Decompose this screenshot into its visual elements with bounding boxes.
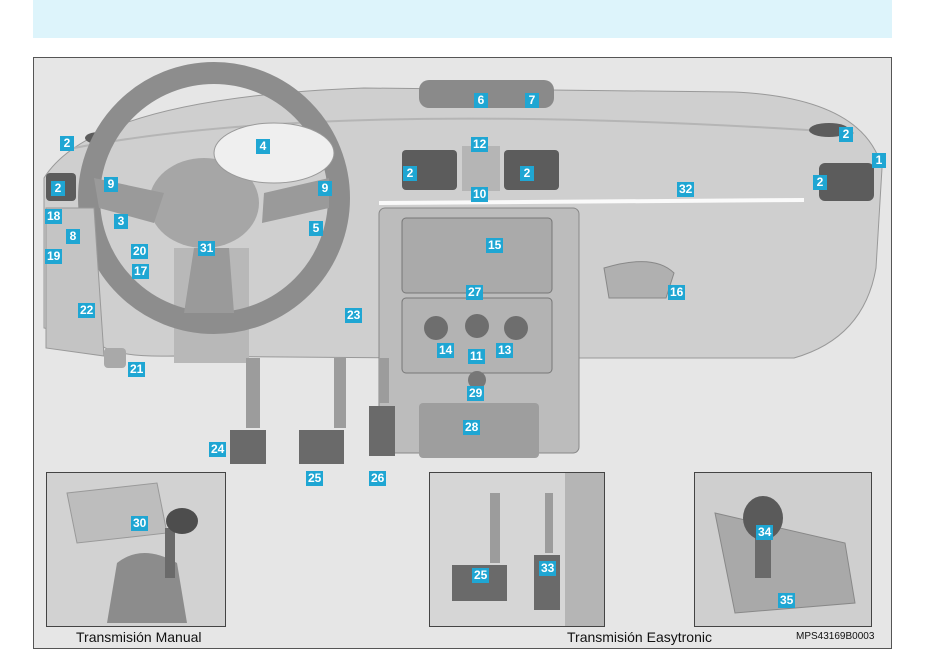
callout-30: 30 [131, 516, 148, 531]
callout-13: 13 [496, 343, 513, 358]
easytronic-pedals-inset: 25 33 [429, 472, 605, 627]
callout-9: 9 [104, 177, 118, 192]
callout-14: 14 [437, 343, 454, 358]
callout-3: 3 [114, 214, 128, 229]
pedal-drawing [430, 473, 605, 627]
callout-26: 26 [369, 471, 386, 486]
callout-21: 21 [128, 362, 145, 377]
callout-16: 16 [668, 285, 685, 300]
callout-33: 33 [539, 561, 556, 576]
callout-10: 10 [471, 187, 488, 202]
callout-8: 8 [66, 229, 80, 244]
top-header-band [33, 0, 892, 38]
callout-2: 2 [60, 136, 74, 151]
callout-25: 25 [472, 568, 489, 583]
callout-35: 35 [778, 593, 795, 608]
callout-27: 27 [466, 285, 483, 300]
callout-6: 6 [474, 93, 488, 108]
callout-2: 2 [51, 181, 65, 196]
callout-28: 28 [463, 420, 480, 435]
callout-4: 4 [256, 139, 270, 154]
callout-5: 5 [309, 221, 323, 236]
dashboard-illustration: 1 2 2 2 2 2 2 3 4 5 6 7 8 9 9 10 11 12 1… [33, 57, 892, 649]
callout-9: 9 [318, 181, 332, 196]
callout-15: 15 [486, 238, 503, 253]
callout-32: 32 [677, 182, 694, 197]
callout-23: 23 [345, 308, 362, 323]
callout-11: 11 [468, 349, 485, 364]
callout-29: 29 [467, 386, 484, 401]
figure-code: MPS43169B0003 [796, 631, 874, 642]
callout-2: 2 [520, 166, 534, 181]
caption-manual-transmission: Transmisión Manual [76, 629, 202, 645]
callout-2: 2 [839, 127, 853, 142]
callout-2: 2 [813, 175, 827, 190]
callout-25: 25 [306, 471, 323, 486]
callout-19: 19 [45, 249, 62, 264]
callout-7: 7 [525, 93, 539, 108]
callout-12: 12 [471, 137, 488, 152]
callout-31: 31 [198, 241, 215, 256]
callout-2: 2 [403, 166, 417, 181]
caption-easytronic-transmission: Transmisión Easytronic [567, 629, 712, 645]
callout-22: 22 [78, 303, 95, 318]
callout-24: 24 [209, 442, 226, 457]
manual-transmission-inset: 30 [46, 472, 226, 627]
callout-20: 20 [131, 244, 148, 259]
gear-knob-drawing [47, 473, 226, 627]
callout-34: 34 [756, 525, 773, 540]
callout-18: 18 [45, 209, 62, 224]
callout-17: 17 [132, 264, 149, 279]
callout-1: 1 [872, 153, 886, 168]
easytronic-selector-inset: 34 35 [694, 472, 872, 627]
